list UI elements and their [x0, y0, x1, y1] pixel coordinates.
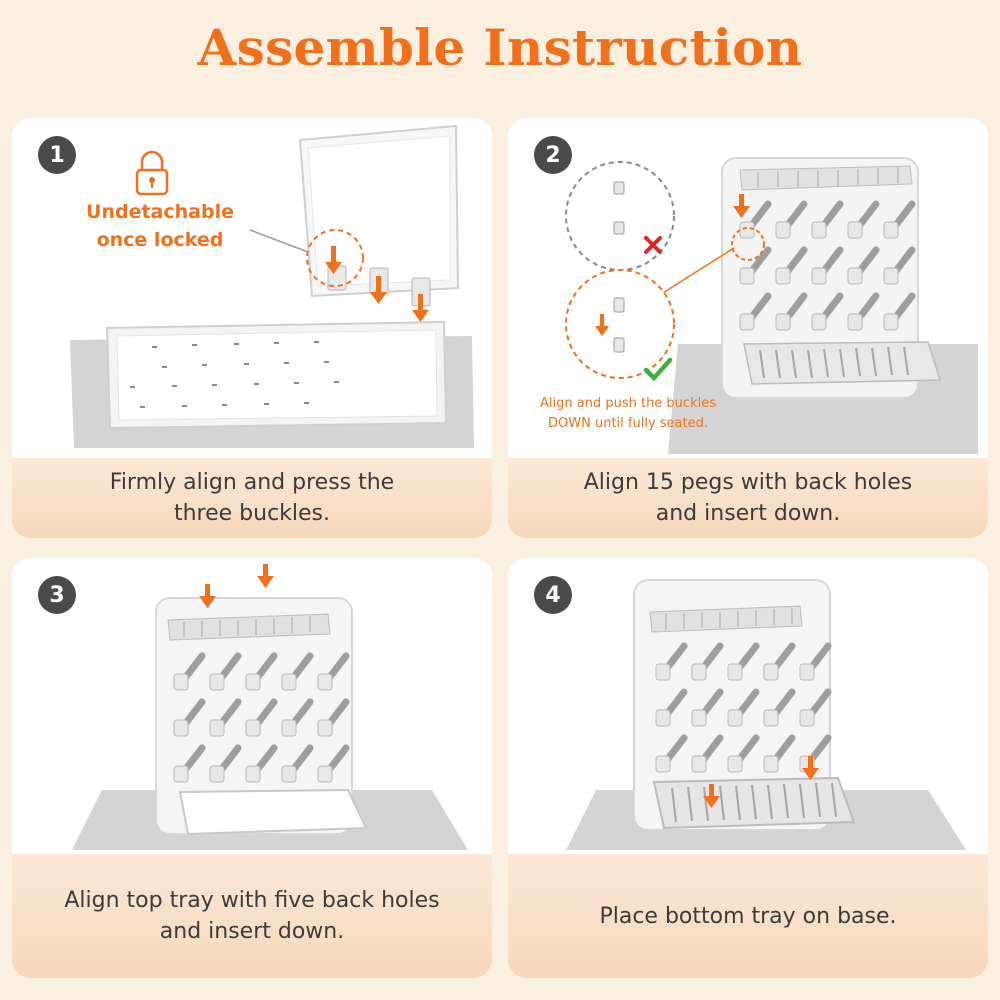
step-caption: Align top tray with five back holes and …	[12, 854, 492, 978]
step-number-badge: 2	[534, 136, 572, 174]
step-number-badge: 1	[38, 136, 76, 174]
step-card-3: 3 Align top tray with five bac	[12, 558, 492, 978]
step-number-badge: 3	[38, 576, 76, 614]
callout-line: Align and push the buckles	[540, 396, 716, 411]
page-title: Assemble Instruction	[197, 18, 803, 77]
lock-icon	[135, 150, 169, 196]
callout-line: DOWN until fully seated.	[548, 416, 708, 431]
wrong-cross-icon	[644, 236, 662, 254]
step-number-badge: 4	[534, 576, 572, 614]
step-3-illustration	[72, 564, 468, 850]
step-card-4: 4 Place botto	[508, 558, 988, 978]
caption-line: Align 15 pegs with back holes	[583, 470, 913, 495]
step-card-1: 1	[12, 118, 492, 538]
caption-line: and insert down.	[159, 919, 345, 944]
caption-line: three buckles.	[173, 501, 331, 526]
step-1-illustration	[70, 124, 474, 448]
caption-line: Align top tray with five back holes	[64, 888, 440, 913]
step-caption: Align 15 pegs with back holes and insert…	[508, 458, 988, 538]
undetachable-callout: Undetachable once locked	[60, 198, 260, 254]
correct-check-icon	[643, 357, 673, 382]
callout-line: once locked	[96, 229, 224, 251]
step-4-illustration	[566, 579, 966, 850]
align-buckles-callout: Align and push the buckles DOWN until fu…	[508, 394, 748, 434]
caption-line: and insert down.	[655, 501, 841, 526]
step-card-2: 2	[508, 118, 988, 538]
callout-line: Undetachable	[86, 201, 234, 223]
step-caption: Place bottom tray on base.	[508, 854, 988, 978]
step-caption: Firmly align and press the three buckles…	[12, 458, 492, 538]
caption-line: Firmly align and press the	[109, 470, 395, 495]
step-2-illustration	[565, 157, 978, 454]
caption-line: Place bottom tray on base.	[599, 903, 897, 929]
